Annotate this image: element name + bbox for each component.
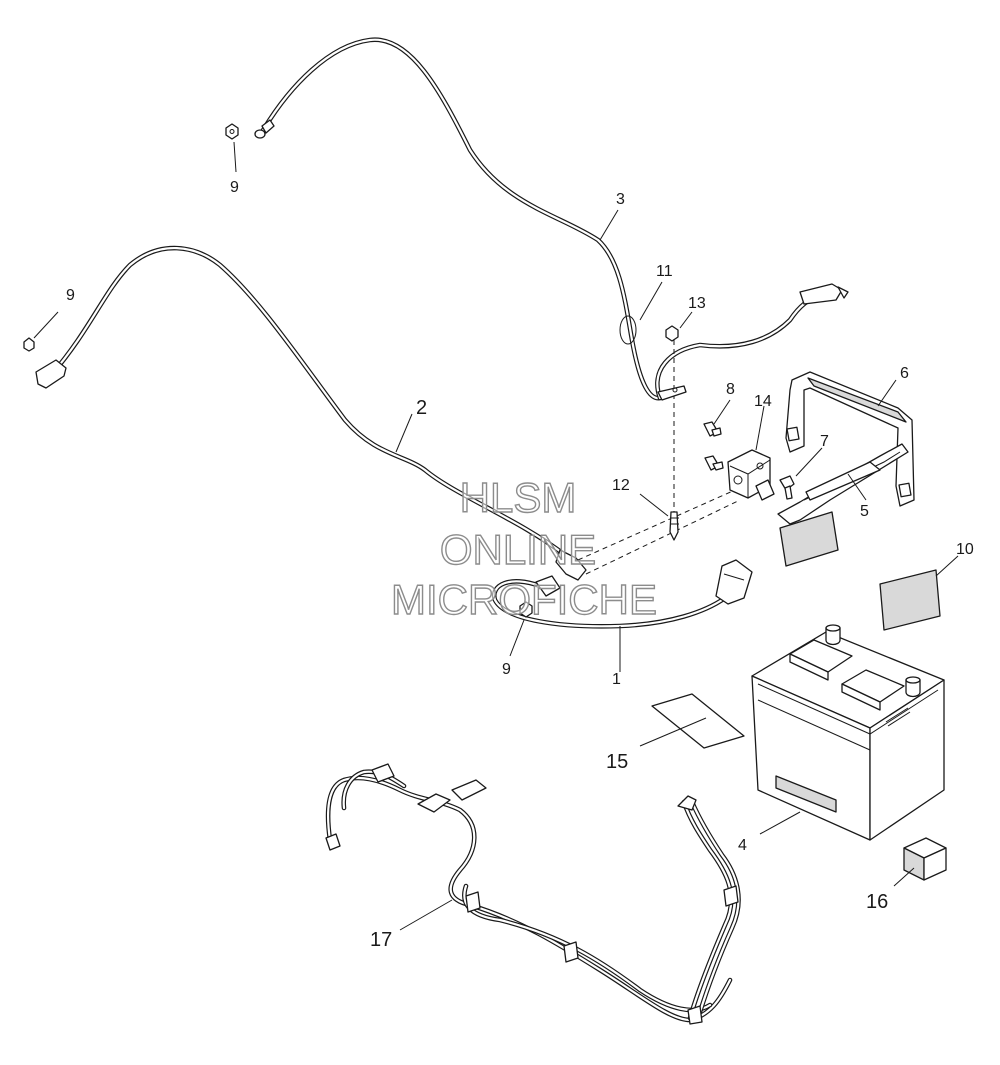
hold-down-bracket-6 [785,371,915,507]
battery-cable-2 [35,245,587,581]
pad-10 [879,569,941,631]
relay-14 [727,449,775,501]
watermark: HLSM ONLINE MICROFICHE [390,473,657,623]
battery-cable-1 [491,559,753,629]
bolt-14-screw [704,455,724,471]
callout-9: 9 [66,287,75,304]
callout-16: 16 [866,891,888,913]
leader-lines [33,141,959,931]
cube-16 [903,837,947,881]
callout-2: 2 [416,397,427,419]
bolt-7 [779,475,795,500]
watermark-line-1: HLSM [460,474,577,521]
callout-14: 14 [754,393,772,410]
nut-9-middle [519,601,533,618]
battery-cable-3 [254,37,849,401]
nut-13 [665,325,679,342]
assembly-line [577,485,745,561]
callout-3: 3 [616,191,625,208]
callout-9: 9 [230,179,239,196]
bolt-8 [703,421,722,437]
callout-7: 7 [820,433,829,450]
stud-12 [669,511,679,541]
watermark-line-3: MICROFICHE [391,576,657,623]
callout-12: 12 [612,477,630,494]
battery-4 [751,624,945,841]
callout-17: 17 [370,929,392,951]
wire-harness-17 [325,763,741,1025]
watermark-line-2: ONLINE [440,526,596,573]
callout-8: 8 [726,381,735,398]
callout-9: 9 [502,661,511,678]
callout-15: 15 [606,751,628,773]
cable-clamp [657,385,687,401]
tray-bracket-5 [777,443,909,525]
assembly-line [585,499,741,575]
pad-label [779,511,839,567]
callout-4: 4 [738,837,747,854]
callout-10: 10 [956,541,974,558]
callout-6: 6 [900,365,909,382]
callout-11: 11 [656,263,673,280]
callout-5: 5 [860,503,869,520]
nut-9-left [23,337,35,352]
callout-13: 13 [688,295,706,312]
nut-9-top [225,123,239,140]
callout-1: 1 [612,671,621,688]
